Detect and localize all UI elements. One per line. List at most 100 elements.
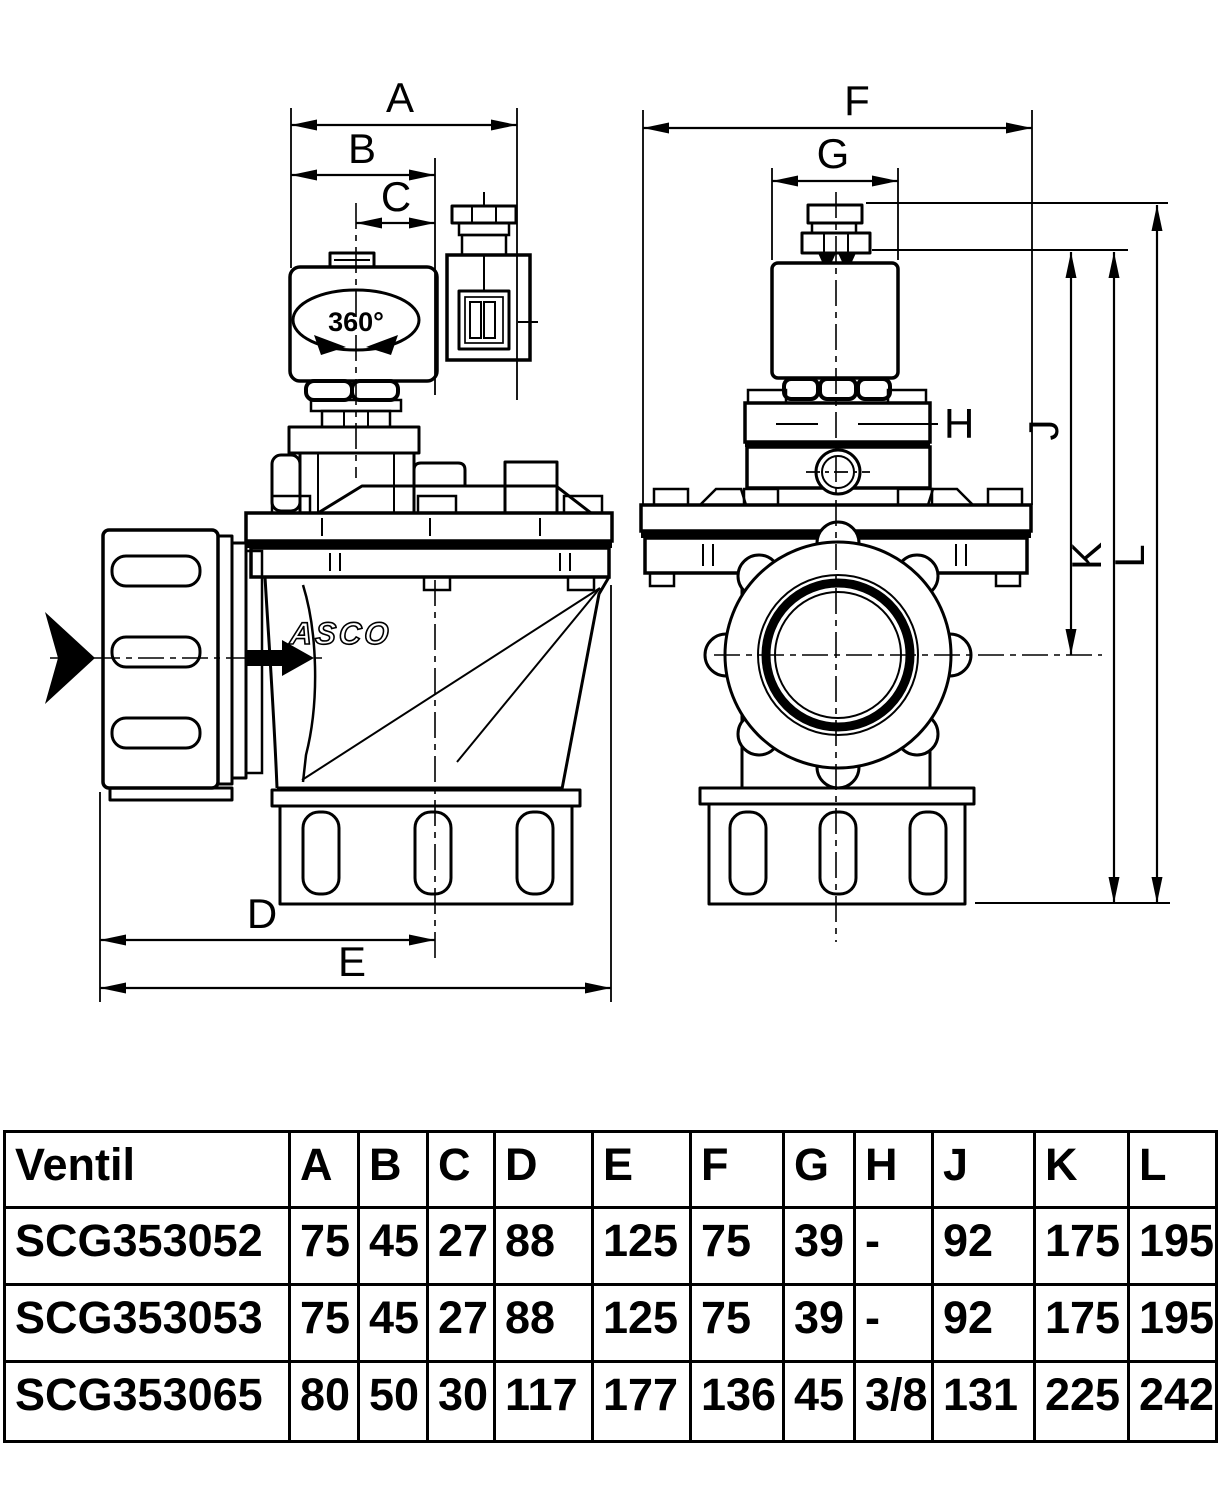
dimension-d: D (100, 890, 435, 946)
dim-label-c: C (381, 173, 411, 220)
col-header-a: A (288, 1130, 360, 1209)
table-cell: 75 (288, 1206, 360, 1286)
table-cell: 75 (689, 1283, 785, 1363)
table-cell: 225 (1033, 1360, 1130, 1443)
dimension-e: E (100, 938, 611, 994)
col-header-ventil: Ventil (3, 1130, 291, 1209)
valve-model-cell: SCG353052 (3, 1206, 291, 1286)
table-cell: - (853, 1283, 934, 1363)
flow-arrow-small-icon (246, 640, 314, 676)
valve-body: ASCO (263, 576, 611, 790)
table-cell: 92 (931, 1206, 1036, 1286)
extension-lines-right (642, 110, 1170, 904)
col-header-h: H (853, 1130, 934, 1209)
table-cell: 117 (493, 1360, 594, 1443)
dim-label-b: B (348, 125, 376, 172)
dimension-j: J (1020, 252, 1077, 655)
outlet-coupling-nut (270, 788, 582, 906)
brand-logo: ASCO (288, 616, 393, 651)
table-row: SCG353065 80 50 30 117 177 136 45 3/8 13… (3, 1360, 1218, 1443)
dim-label-e: E (338, 938, 366, 985)
table-cell: 131 (931, 1360, 1036, 1443)
port-ring-nut (703, 520, 1102, 790)
table-cell: 125 (591, 1283, 692, 1363)
col-header-b: B (357, 1130, 429, 1209)
table-cell: 88 (493, 1283, 594, 1363)
col-header-l: L (1127, 1130, 1218, 1209)
table-cell: 175 (1033, 1283, 1130, 1363)
dim-label-f: F (844, 77, 870, 124)
col-header-g: G (782, 1130, 856, 1209)
dimension-c: C (356, 173, 435, 229)
table-row: SCG353052 75 45 27 88 125 75 39 - 92 175… (3, 1206, 1218, 1286)
rotate-arrow-left-icon (314, 335, 346, 355)
table-cell: - (853, 1206, 934, 1286)
gasket-line (246, 541, 612, 548)
inlet-coupling-nut (101, 528, 264, 802)
dim-label-j: J (1020, 420, 1067, 441)
valve-model-cell: SCG353053 (3, 1283, 291, 1363)
dimension-k: K (1063, 252, 1120, 903)
col-header-k: K (1033, 1130, 1130, 1209)
flow-direction-arrow-icon (45, 612, 95, 704)
table-cell: 175 (1033, 1206, 1130, 1286)
table-cell: 30 (426, 1360, 496, 1443)
col-header-d: D (493, 1130, 594, 1209)
table-row: SCG353053 75 45 27 88 125 75 39 - 92 175… (3, 1283, 1218, 1363)
dim-label-a: A (386, 74, 414, 121)
table-cell: 125 (591, 1206, 692, 1286)
dim-label-k: K (1063, 542, 1110, 570)
rotate-arrow-right-icon (366, 335, 398, 355)
dimension-l: L (1106, 205, 1163, 903)
bottom-coupling-nut (698, 786, 976, 906)
table-cell: 92 (931, 1283, 1036, 1363)
dimension-b: B (291, 125, 435, 181)
table-header-row: Ventil A B C D E F G H J K L (3, 1130, 1218, 1209)
table-cell: 3/8 (853, 1360, 934, 1443)
table-cell: 45 (357, 1283, 429, 1363)
dim-label-g: G (817, 130, 850, 177)
dim-label-l: L (1106, 544, 1153, 567)
valve-dimension-drawing: A B C 360° (45, 74, 1170, 1002)
col-header-c: C (426, 1130, 496, 1209)
table-cell: 80 (288, 1360, 360, 1443)
body-diagonal-2 (456, 587, 601, 763)
dimension-table: Ventil A B C D E F G H J K L SCG353052 7… (3, 1130, 1218, 1443)
solenoid-coil-front (770, 203, 900, 380)
body-diagonal-1 (301, 587, 601, 781)
col-header-e: E (591, 1130, 692, 1209)
bonnet-front: H (743, 377, 974, 496)
col-header-j: J (931, 1130, 1036, 1209)
table-cell: 75 (689, 1206, 785, 1286)
side-view: A B C 360° (45, 74, 614, 1002)
dim-label-d: D (247, 890, 277, 937)
rotation-ellipse (291, 288, 421, 352)
cable-connector (445, 192, 538, 362)
solenoid-coil: 360° (288, 251, 439, 383)
table-cell: 75 (288, 1283, 360, 1363)
table-cell: 27 (426, 1283, 496, 1363)
table-cell: 177 (591, 1360, 692, 1443)
dimension-g: G (772, 130, 898, 187)
table-cell: 88 (493, 1206, 594, 1286)
dim-label-h: H (944, 400, 974, 447)
valve-model-cell: SCG353065 (3, 1360, 291, 1443)
col-header-f: F (689, 1130, 785, 1209)
table-cell: 27 (426, 1206, 496, 1286)
table-cell: 242 (1127, 1360, 1218, 1443)
extension-lines-left (99, 108, 612, 1002)
dimension-a: A (291, 74, 517, 131)
table-cell: 195 (1127, 1206, 1218, 1286)
dimension-f: F (643, 77, 1032, 134)
table-cell: 39 (782, 1283, 856, 1363)
table-cell: 45 (782, 1360, 856, 1443)
rotation-label: 360° (328, 307, 384, 337)
front-view: F G (639, 77, 1170, 942)
table-cell: 45 (357, 1206, 429, 1286)
table-cell: 195 (1127, 1283, 1218, 1363)
table-cell: 50 (357, 1360, 429, 1443)
body-flange (244, 494, 614, 592)
bonnet-stack (270, 379, 592, 515)
table-cell: 136 (689, 1360, 785, 1443)
